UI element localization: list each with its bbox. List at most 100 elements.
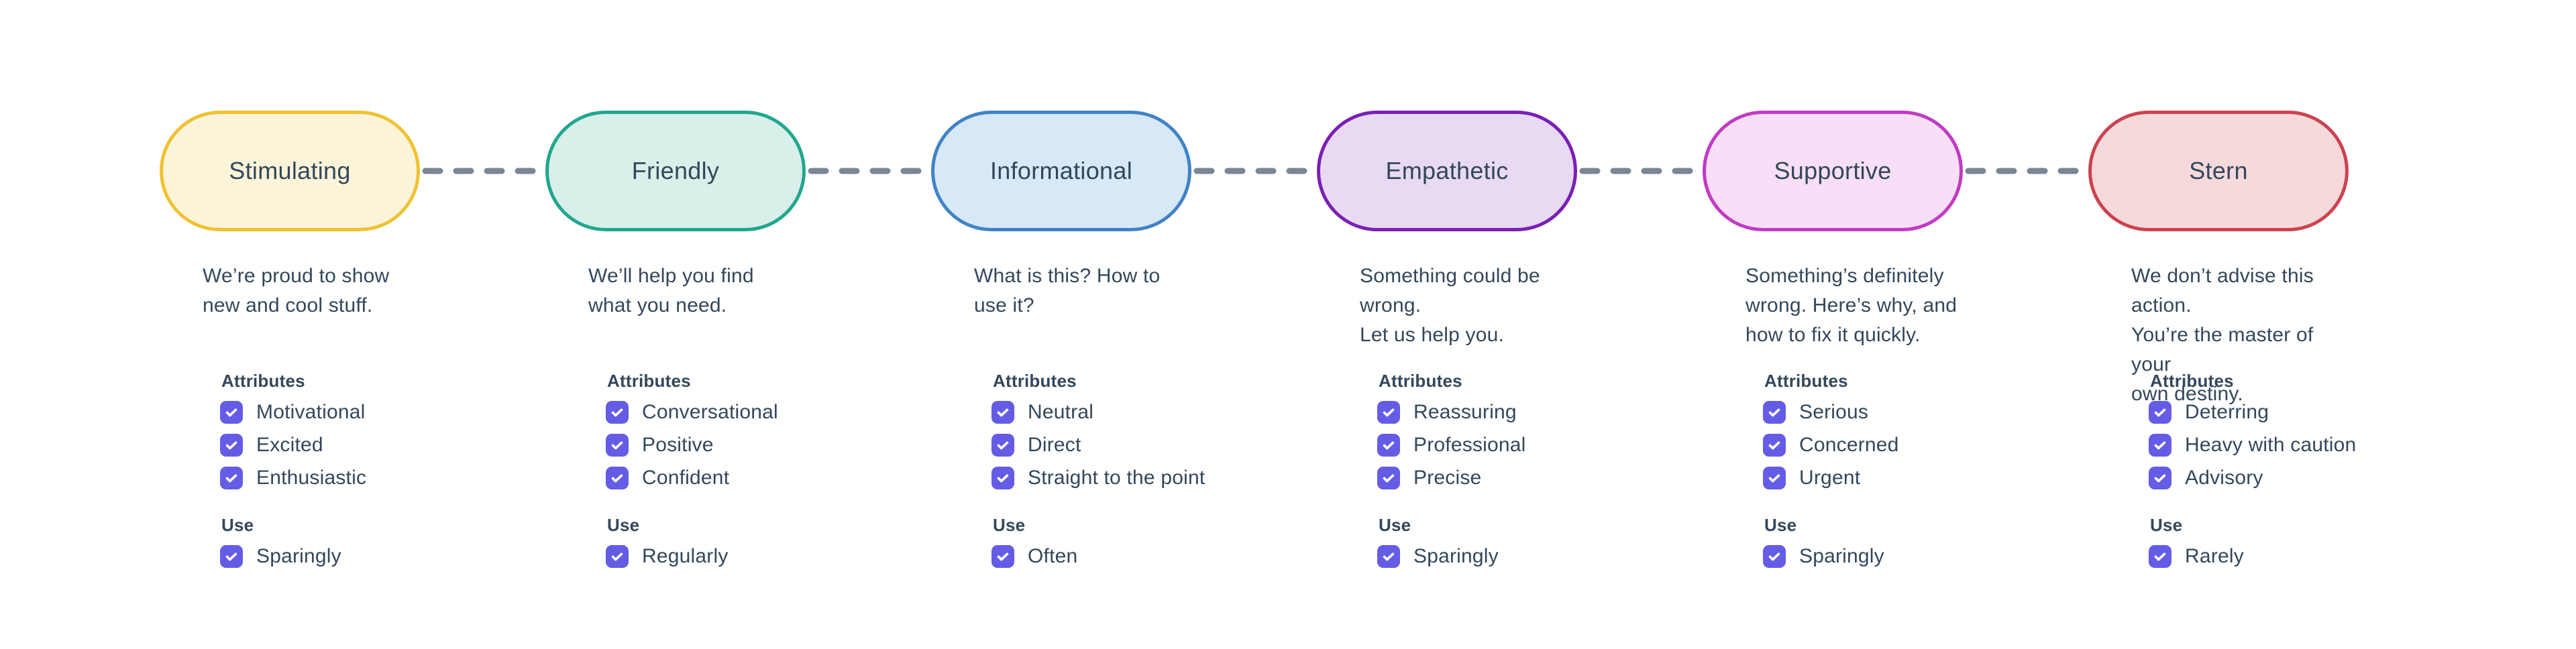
attributes-heading: Attributes: [993, 371, 1077, 391]
tone-name: Friendly: [631, 157, 720, 184]
attribute-checkbox-row[interactable]: Positive: [606, 434, 806, 457]
use-checkbox-row[interactable]: Sparingly: [1377, 545, 1577, 568]
connector-dashed-line: [420, 167, 545, 175]
checkbox-checked-icon[interactable]: [1377, 401, 1400, 424]
attribute-checkbox-row[interactable]: Heavy with caution: [2149, 434, 2356, 457]
connector-dashed-line: [806, 167, 931, 175]
attribute-label: Heavy with caution: [2185, 434, 2357, 456]
tone-column-stimulating: Stimulating We’re proud to show new and …: [160, 111, 420, 568]
connector-dashed-line: [1963, 167, 2088, 175]
check-icon: [225, 441, 237, 450]
checkbox-checked-icon[interactable]: [2149, 467, 2171, 489]
attribute-checkbox-row[interactable]: Confident: [606, 467, 806, 489]
checkbox-checked-icon[interactable]: [2149, 545, 2171, 568]
attributes-heading: Attributes: [1379, 371, 1462, 391]
use-heading: Use: [993, 515, 1026, 535]
checkbox-checked-icon[interactable]: [220, 401, 243, 424]
checkbox-checked-icon[interactable]: [1377, 545, 1400, 568]
checkbox-checked-icon[interactable]: [606, 401, 629, 424]
use-checkbox-row[interactable]: Sparingly: [220, 545, 420, 568]
attribute-label: Conversational: [642, 401, 778, 423]
attributes-section: Attributes Motivational Excited: [160, 371, 420, 489]
use-checkbox-row[interactable]: Regularly: [606, 545, 806, 568]
tone-description: Something could be wrong. Let us help yo…: [1360, 265, 1540, 346]
checkbox-checked-icon[interactable]: [220, 434, 243, 457]
check-icon: [611, 408, 623, 417]
tone-name: Stimulating: [229, 157, 351, 184]
tone-description: We’ll help you find what you need.: [588, 265, 754, 316]
use-checkbox-row[interactable]: Sparingly: [1763, 545, 1963, 568]
attribute-checkbox-row[interactable]: Conversational: [606, 401, 806, 424]
check-icon: [611, 552, 623, 561]
connector-dashed-line: [1191, 167, 1317, 175]
check-icon: [2154, 552, 2166, 561]
tone-description: We don’t advise this action. You’re the …: [2131, 265, 2314, 405]
attributes-section: Attributes Deterring Heavy with caution: [2088, 371, 2356, 489]
attribute-checkbox-row[interactable]: Serious: [1763, 401, 1963, 424]
use-section: Use Sparingly: [1703, 515, 1963, 568]
attribute-label: Reassuring: [1413, 401, 1517, 423]
attributes-heading: Attributes: [2150, 371, 2234, 391]
attributes-section: Attributes Conversational Positive: [545, 371, 806, 489]
checkbox-checked-icon[interactable]: [1763, 434, 1786, 457]
checkbox-checked-icon[interactable]: [606, 467, 629, 489]
attribute-checkbox-row[interactable]: Direct: [991, 434, 1191, 457]
attribute-label: Serious: [1799, 401, 1869, 423]
attribute-checkbox-row[interactable]: Urgent: [1763, 467, 1963, 489]
checkbox-checked-icon[interactable]: [606, 434, 629, 457]
attribute-checkbox-row[interactable]: Straight to the point: [991, 467, 1205, 489]
attributes-section: Attributes Reassuring Professional: [1317, 371, 1577, 489]
attribute-checkbox-row[interactable]: Professional: [1377, 434, 1577, 457]
tone-of-voice-diagram: Stimulating We’re proud to show new and …: [160, 111, 2356, 568]
use-label: Regularly: [642, 545, 729, 567]
checkbox-checked-icon[interactable]: [991, 434, 1014, 457]
attribute-checkbox-row[interactable]: Reassuring: [1377, 401, 1577, 424]
attribute-checkbox-row[interactable]: Enthusiastic: [220, 467, 420, 489]
tone-pill-stern: Stern: [2088, 111, 2349, 231]
attribute-label: Straight to the point: [1028, 467, 1205, 489]
tone-description: Something’s definitely wrong. Here’s why…: [1746, 265, 1957, 346]
attribute-checkbox-row[interactable]: Deterring: [2149, 401, 2349, 424]
attributes-section: Attributes Serious Concerned: [1703, 371, 1963, 489]
check-icon: [997, 441, 1009, 450]
checkbox-checked-icon[interactable]: [220, 545, 243, 568]
tone-description: What is this? How to use it?: [974, 265, 1161, 316]
attribute-checkbox-row[interactable]: Neutral: [991, 401, 1191, 424]
check-icon: [2154, 408, 2166, 417]
check-icon: [997, 474, 1009, 483]
check-icon: [225, 552, 237, 561]
use-checkbox-row[interactable]: Rarely: [2149, 545, 2349, 568]
checkbox-checked-icon[interactable]: [1377, 467, 1400, 489]
use-label: Sparingly: [1799, 545, 1884, 567]
checkbox-checked-icon[interactable]: [991, 545, 1014, 568]
attribute-checkbox-row[interactable]: Concerned: [1763, 434, 1963, 457]
checkbox-checked-icon[interactable]: [991, 467, 1014, 489]
checkbox-checked-icon[interactable]: [220, 467, 243, 489]
use-label: Sparingly: [256, 545, 341, 567]
attribute-checkbox-row[interactable]: Excited: [220, 434, 420, 457]
check-icon: [1383, 552, 1395, 561]
use-label: Often: [1028, 545, 1078, 567]
attribute-checkbox-row[interactable]: Motivational: [220, 401, 420, 424]
attribute-checkbox-row[interactable]: Advisory: [2149, 467, 2349, 489]
use-checkbox-row[interactable]: Often: [991, 545, 1191, 568]
checkbox-checked-icon[interactable]: [1763, 467, 1786, 489]
check-icon: [1383, 474, 1395, 483]
check-icon: [225, 408, 237, 417]
checkbox-checked-icon[interactable]: [606, 545, 629, 568]
tone-pill-friendly: Friendly: [545, 111, 806, 231]
checkbox-checked-icon[interactable]: [1377, 434, 1400, 457]
checkbox-checked-icon[interactable]: [1763, 401, 1786, 424]
checkbox-checked-icon[interactable]: [2149, 401, 2171, 424]
check-icon: [1768, 552, 1780, 561]
use-section: Use Often: [931, 515, 1191, 568]
checkbox-checked-icon[interactable]: [2149, 434, 2171, 457]
use-heading: Use: [221, 515, 254, 535]
check-icon: [1768, 408, 1780, 417]
connector-dashed-line: [1577, 167, 1703, 175]
attribute-checkbox-row[interactable]: Precise: [1377, 467, 1577, 489]
tone-column-stern: Stern We don’t advise this action. You’r…: [2088, 111, 2356, 568]
checkbox-checked-icon[interactable]: [1763, 545, 1786, 568]
checkbox-checked-icon[interactable]: [991, 401, 1014, 424]
tone-pill-empathetic: Empathetic: [1317, 111, 1577, 231]
